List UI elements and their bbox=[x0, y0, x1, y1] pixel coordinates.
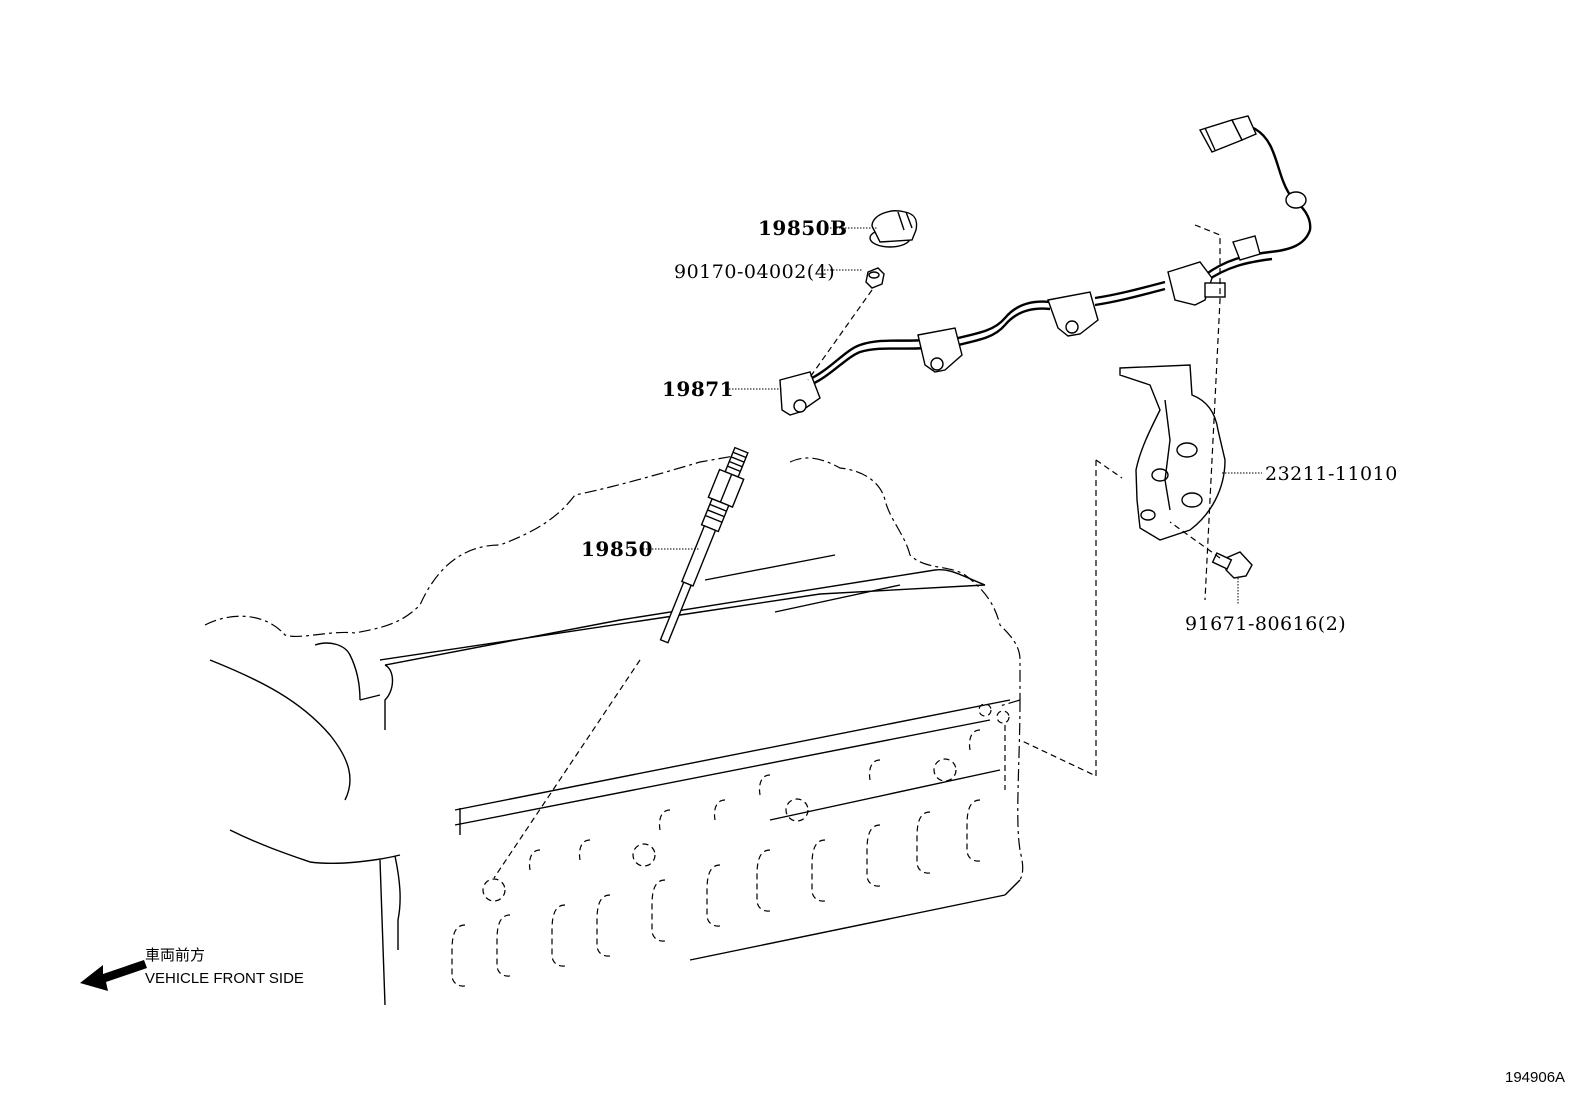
nut[interactable] bbox=[865, 267, 885, 289]
glow-plug[interactable] bbox=[652, 445, 753, 646]
illustration-id: 194906A bbox=[1505, 1069, 1565, 1086]
bracket[interactable] bbox=[1119, 364, 1226, 541]
glow-plug-connector[interactable] bbox=[869, 210, 918, 248]
part-label-connector-wire: 19871 bbox=[662, 377, 734, 401]
assembly-lines bbox=[493, 224, 1221, 879]
vehicle-front-english: VEHICLE FRONT SIDE bbox=[145, 970, 304, 987]
part-label-nut: 90170-04002(4) bbox=[674, 261, 835, 283]
engine-head-lines bbox=[209, 554, 1021, 1006]
head-ports bbox=[451, 725, 1006, 987]
part-label-glow-plug: 19850 bbox=[581, 537, 653, 561]
arrow-left-icon bbox=[80, 960, 147, 991]
glow-plug-holes bbox=[482, 703, 1010, 902]
vehicle-front-japanese: 車両前方 bbox=[145, 947, 205, 964]
part-label-bolt: 91671-80616(2) bbox=[1185, 613, 1346, 635]
part-label-bracket: 23211-11010 bbox=[1265, 463, 1398, 485]
bolt[interactable] bbox=[1211, 551, 1253, 579]
vehicle-front-indicator: 車両前方 VEHICLE FRONT SIDE bbox=[80, 947, 304, 991]
engine-block-outline bbox=[204, 454, 1024, 881]
leader-lines bbox=[640, 227, 1262, 605]
part-label-glow-plug-connector: 19850B bbox=[758, 216, 847, 240]
glow-plug-connector-wire[interactable] bbox=[779, 115, 1312, 416]
